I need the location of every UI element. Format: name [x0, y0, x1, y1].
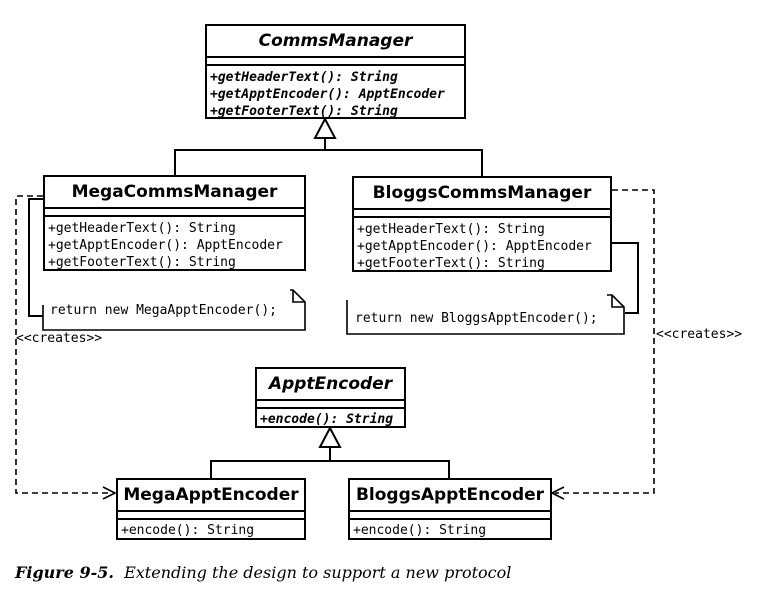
- class-mega-appt-encoder: MegaApptEncoder +encode(): String: [116, 478, 306, 540]
- class-name: BloggsCommsManager: [354, 178, 610, 210]
- note-fold-mega: [292, 290, 305, 303]
- class-name: ApptEncoder: [257, 369, 404, 401]
- inheritance-arrowhead-comms: [313, 116, 337, 139]
- attributes-compartment: [45, 209, 304, 217]
- creates-dependency-right: [555, 189, 655, 494]
- note-bloggs-text: return new BloggsApptEncoder();: [355, 311, 598, 326]
- operations-compartment: +encode(): String: [350, 520, 550, 541]
- operation: +getFooterText(): String: [48, 255, 236, 270]
- operation: +getHeaderText(): String: [210, 70, 398, 85]
- operations-compartment: +getHeaderText(): String +getApptEncoder…: [354, 218, 610, 274]
- operations-compartment: +getHeaderText(): String +getApptEncoder…: [207, 66, 464, 122]
- attributes-compartment: [118, 512, 304, 520]
- class-comms-manager: CommsManager +getHeaderText(): String +g…: [205, 24, 466, 119]
- operation: +getFooterText(): String: [357, 256, 545, 271]
- operation: +encode(): String: [260, 412, 394, 427]
- figure-caption: Figure 9-5. Extending the design to supp…: [15, 563, 511, 582]
- creates-label-left: <<creates>>: [16, 331, 103, 346]
- attributes-compartment: [350, 512, 550, 520]
- class-bloggs-appt-encoder: BloggsApptEncoder +encode(): String: [348, 478, 552, 540]
- class-name: CommsManager: [207, 26, 464, 58]
- class-name: BloggsApptEncoder: [350, 480, 550, 512]
- operation: +encode(): String: [121, 523, 255, 538]
- operations-compartment: +getHeaderText(): String +getApptEncoder…: [45, 217, 304, 273]
- inheritance-line-mega-encoder: [210, 460, 330, 478]
- operation: +getFooterText(): String: [210, 104, 398, 119]
- note-anchor-mega: [28, 198, 43, 317]
- operations-compartment: +encode(): String: [257, 409, 404, 430]
- note-mega-text: return new MegaApptEncoder();: [50, 303, 277, 318]
- figure-label: Figure 9-5.: [15, 563, 114, 582]
- creates-arrowhead-right: [550, 486, 565, 500]
- operation: +encode(): String: [353, 523, 487, 538]
- operation: +getApptEncoder(): ApptEncoder: [48, 238, 283, 253]
- class-name: MegaApptEncoder: [118, 480, 304, 512]
- figure-caption-text: Extending the design to support a new pr…: [124, 563, 512, 582]
- operation: +getHeaderText(): String: [357, 222, 545, 237]
- attributes-compartment: [207, 58, 464, 66]
- note-anchor-bloggs: [612, 242, 639, 314]
- inheritance-arrowhead-encoder: [318, 425, 342, 448]
- operation: +getApptEncoder(): ApptEncoder: [210, 87, 445, 102]
- attributes-compartment: [257, 401, 404, 409]
- class-mega-comms-manager: MegaCommsManager +getHeaderText(): Strin…: [43, 175, 306, 271]
- inheritance-line-bloggs-encoder: [330, 460, 450, 478]
- creates-arrowhead-left: [102, 486, 117, 500]
- class-name: MegaCommsManager: [45, 177, 304, 209]
- class-bloggs-comms-manager: BloggsCommsManager +getHeaderText(): Str…: [352, 176, 612, 272]
- creates-label-right: <<creates>>: [656, 327, 743, 342]
- creates-dependency-left: [15, 195, 112, 494]
- attributes-compartment: [354, 210, 610, 218]
- operations-compartment: +encode(): String: [118, 520, 304, 541]
- note-fold-bloggs: [611, 295, 624, 308]
- operation: +getApptEncoder(): ApptEncoder: [357, 239, 592, 254]
- inheritance-line-bloggs-comms: [325, 149, 483, 176]
- inheritance-line-mega-comms: [174, 149, 325, 176]
- note-border-bloggs: [346, 294, 625, 335]
- operation: +getHeaderText(): String: [48, 221, 236, 236]
- class-appt-encoder: ApptEncoder +encode(): String: [255, 367, 406, 428]
